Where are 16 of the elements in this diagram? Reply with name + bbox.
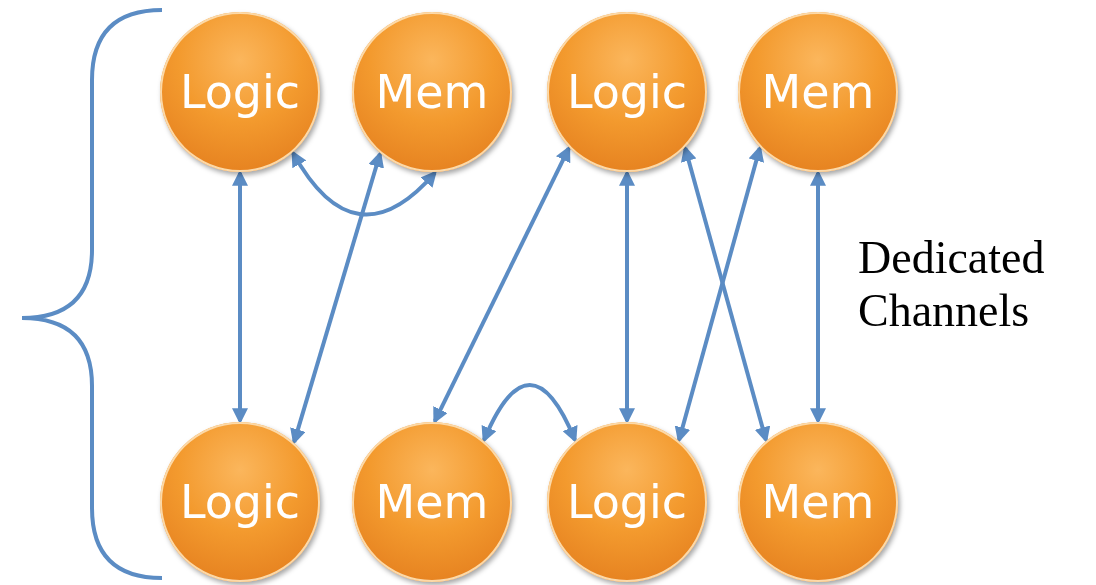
double-arrow [291,150,438,217]
node-label: Mem [761,65,875,119]
node-label: Mem [761,475,875,529]
node-label: Logic [566,475,688,529]
double-arrow [810,169,826,425]
double-arrow [433,145,571,424]
double-arrow [290,151,384,445]
annotation-text: Dedicated Channels [858,232,1046,338]
double-arrow [619,169,635,425]
node-label: Mem [375,65,489,119]
double-arrow [232,169,248,425]
node-label: Logic [179,65,301,119]
double-arrow [482,383,577,443]
node-label: Logic [179,475,301,529]
node-label: Mem [375,475,489,529]
node-label: Logic [566,65,688,119]
